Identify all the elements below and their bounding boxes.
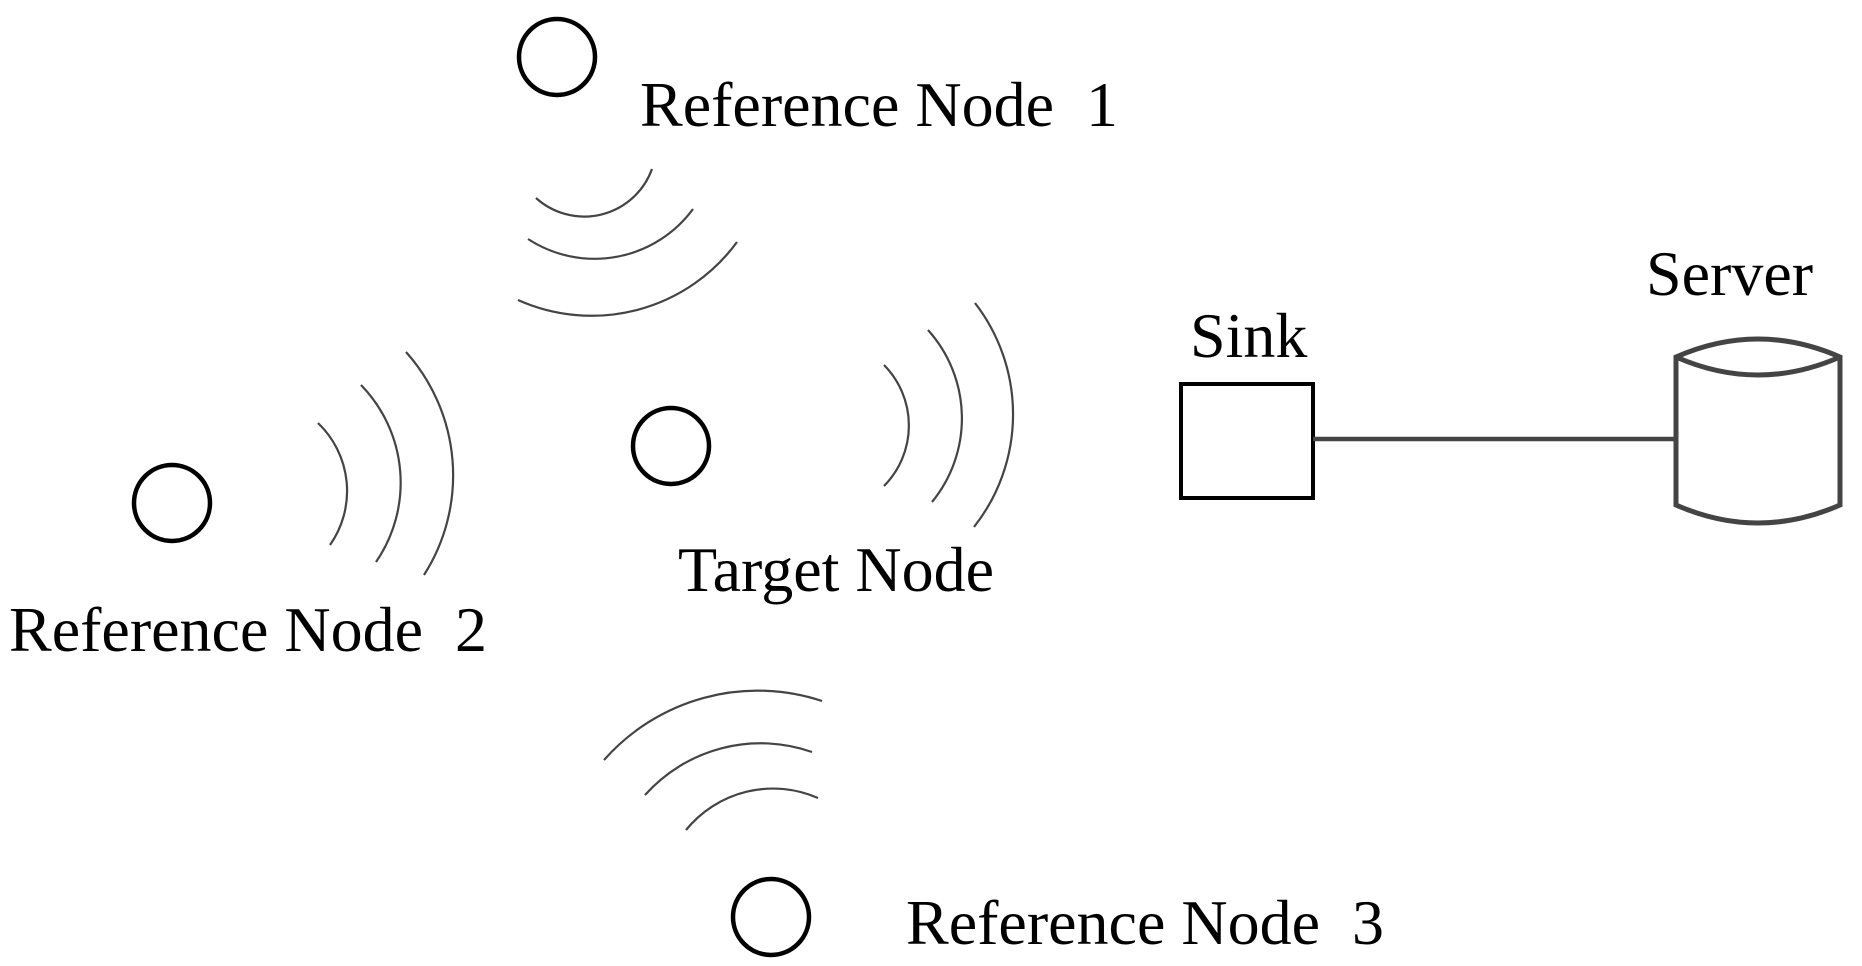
target-node: Target Node bbox=[630, 405, 994, 605]
server: Server bbox=[1646, 238, 1843, 526]
sink: Sink bbox=[1179, 300, 1315, 500]
target-node-wave-inner bbox=[883, 364, 910, 487]
reference-node-1-wave-outer bbox=[517, 241, 738, 317]
reference-node-3: Reference Node 3 bbox=[730, 876, 1384, 958]
reference-node-1-wave-middle bbox=[527, 208, 694, 260]
reference-node-2-signal-waves bbox=[317, 351, 455, 576]
sink-box bbox=[1179, 382, 1315, 500]
reference-node-2-wave-outer bbox=[405, 351, 455, 576]
target-node-circle bbox=[630, 405, 712, 487]
target-node-wave-middle bbox=[927, 329, 963, 503]
target-node-label: Target Node bbox=[678, 534, 994, 605]
reference-node-2-wave-middle bbox=[360, 384, 402, 563]
reference-node-3-circle bbox=[730, 876, 812, 958]
reference-node-2-label: Reference Node 2 bbox=[9, 594, 487, 665]
reference-node-1-circle bbox=[516, 16, 598, 98]
reference-node-3-wave-inner bbox=[685, 787, 819, 831]
reference-node-3-label: Reference Node 3 bbox=[906, 887, 1384, 958]
server-label: Server bbox=[1646, 238, 1813, 309]
reference-node-1-label: Reference Node 1 bbox=[640, 69, 1118, 140]
target-node-wave-outer bbox=[973, 302, 1015, 528]
reference-node-2: Reference Node 2 bbox=[9, 462, 487, 665]
reference-node-1-signal-waves bbox=[517, 168, 738, 317]
reference-node-3-signal-waves bbox=[603, 689, 823, 831]
reference-node-2-circle bbox=[131, 462, 213, 544]
reference-node-3-wave-middle bbox=[644, 742, 813, 796]
reference-node-1: Reference Node 1 bbox=[516, 16, 1118, 140]
server-cylinder-icon bbox=[1673, 336, 1843, 526]
reference-node-2-wave-inner bbox=[317, 422, 349, 546]
reference-node-3-wave-outer bbox=[603, 689, 823, 761]
sink-label: Sink bbox=[1190, 300, 1307, 371]
reference-node-1-wave-inner bbox=[535, 168, 654, 218]
target-node-signal-waves bbox=[883, 302, 1015, 528]
